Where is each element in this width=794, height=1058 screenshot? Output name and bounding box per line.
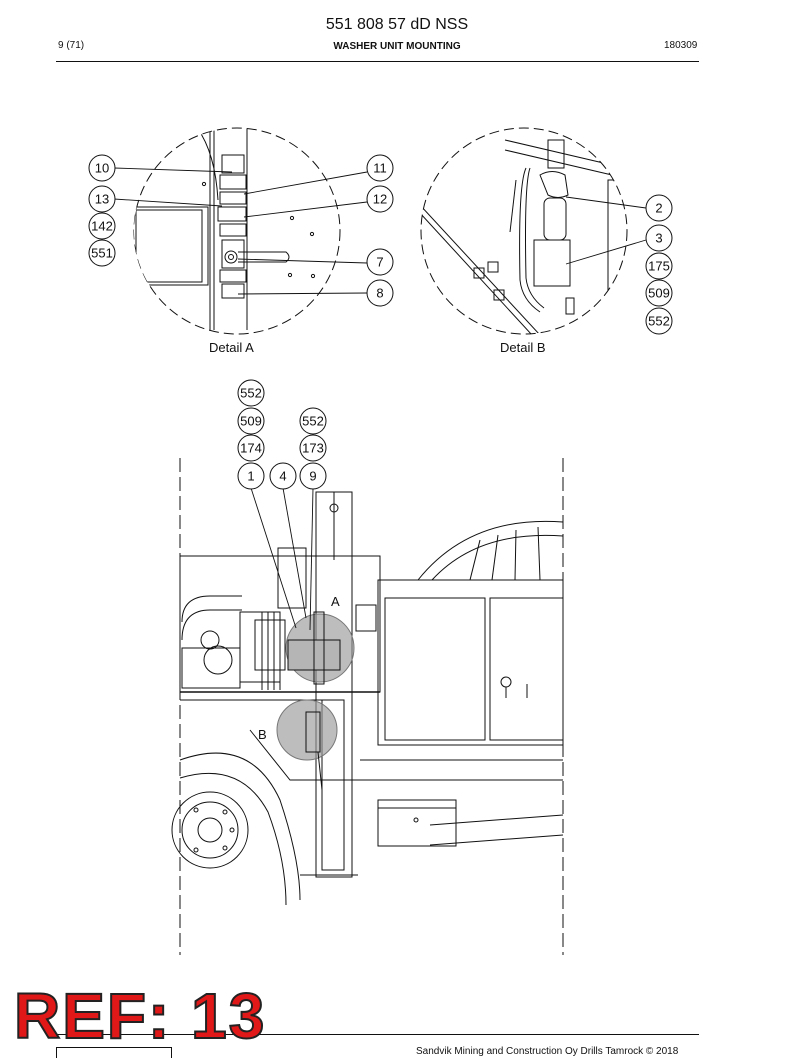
callout-1: 1 — [247, 469, 254, 484]
callout-10: 10 — [95, 161, 109, 176]
callout-509: 509 — [648, 286, 670, 301]
header-rule — [56, 61, 699, 62]
ref-stamp: REF: 13 — [13, 980, 267, 1052]
document-date: 180309 — [664, 40, 698, 51]
main-view-drawing — [171, 458, 564, 955]
callout-142: 142 — [91, 219, 113, 234]
detail-b-label: Detail B — [500, 340, 546, 355]
callout-4: 4 — [279, 469, 286, 484]
footer-rule — [56, 1034, 699, 1035]
callout-175: 175 — [648, 259, 670, 274]
view-letter-a: A — [331, 594, 340, 609]
callout-552: 552 — [648, 314, 670, 329]
callout-12: 12 — [373, 192, 387, 207]
leader-lines — [113, 167, 647, 631]
callout-509: 509 — [240, 414, 262, 429]
callout-174: 174 — [240, 441, 262, 456]
document-number: 551 808 57 dD NSS — [325, 16, 469, 33]
detail-a-drawing — [133, 127, 341, 335]
section-title: WASHER UNIT MOUNTING — [333, 41, 461, 52]
callouts — [88, 154, 673, 490]
callout-552: 552 — [240, 386, 262, 401]
callout-2: 2 — [655, 201, 662, 216]
detail-a-label: Detail A — [209, 340, 254, 355]
detail-b-highlight — [276, 699, 338, 761]
callout-11: 11 — [373, 161, 387, 176]
detail-b-drawing — [420, 127, 628, 335]
callout-8: 8 — [376, 286, 383, 301]
callout-3: 3 — [655, 231, 662, 246]
footer-copyright: Sandvik Mining and Construction Oy Drill… — [416, 1046, 679, 1057]
callout-13: 13 — [95, 192, 109, 207]
callout-552: 552 — [302, 414, 324, 429]
page-number: 9 (71) — [58, 40, 85, 51]
callout-7: 7 — [376, 255, 383, 270]
callout-173: 173 — [302, 441, 324, 456]
view-letter-b: B — [258, 727, 267, 742]
callout-551: 551 — [91, 246, 113, 261]
callout-9: 9 — [309, 469, 316, 484]
